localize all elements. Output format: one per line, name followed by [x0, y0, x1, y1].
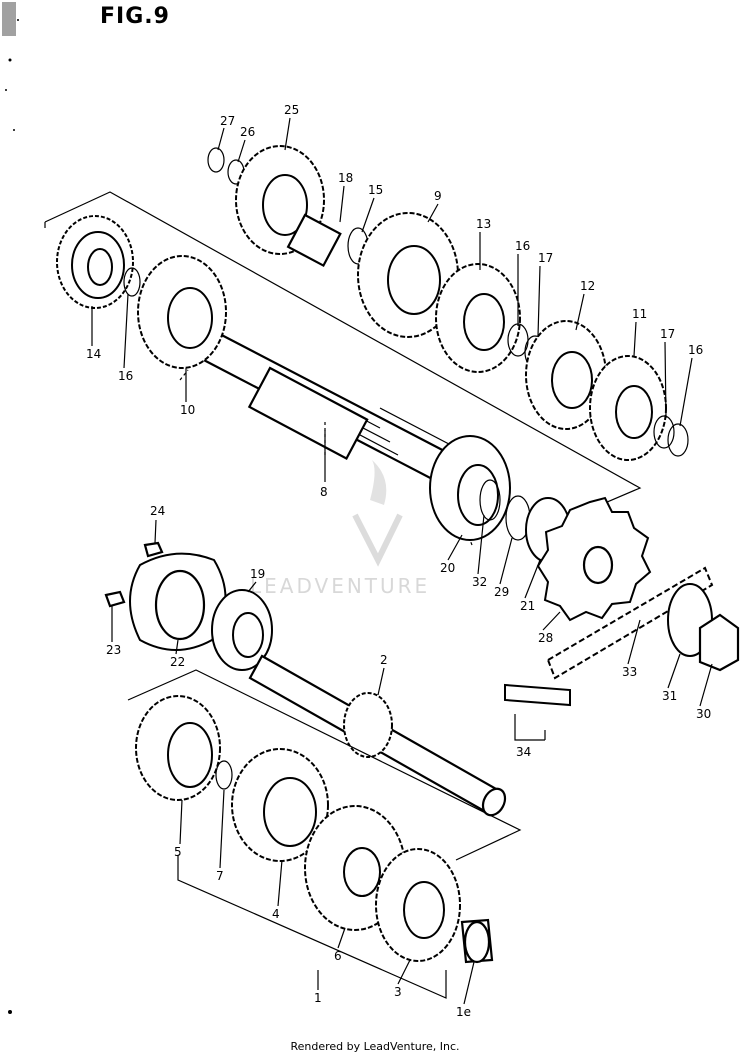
- callout-34: 34: [516, 745, 531, 759]
- callout-16b: 16: [688, 343, 703, 357]
- callout-21: 21: [520, 599, 535, 613]
- callout-17b: 17: [660, 327, 675, 341]
- callout-6: 6: [334, 949, 342, 963]
- footer-credit: Rendered by LeadVenture, Inc.: [290, 1040, 460, 1053]
- callout-3: 3: [394, 985, 402, 999]
- callout-2: 2: [380, 653, 388, 667]
- callout-19: 19: [250, 567, 265, 581]
- callout-18: 18: [338, 171, 353, 185]
- callout-22: 22: [170, 655, 185, 669]
- callout-32: 32: [472, 575, 487, 589]
- callout-labels: 27 26 25 18 15 9 13 16 17 12 11 17 16 14…: [86, 103, 713, 1019]
- countershaft-assembly: [44, 145, 740, 741]
- callout-29: 29: [494, 585, 509, 599]
- callout-16c: 16: [118, 369, 133, 383]
- callout-10: 10: [180, 403, 195, 417]
- callout-15: 15: [368, 183, 383, 197]
- callout-20: 20: [440, 561, 455, 575]
- callout-7: 7: [216, 869, 224, 883]
- callout-11: 11: [632, 307, 647, 321]
- callout-8: 8: [320, 485, 328, 499]
- callout-24: 24: [150, 504, 165, 518]
- callout-14: 14: [86, 347, 101, 361]
- callout-25: 25: [284, 103, 299, 117]
- callout-33: 33: [622, 665, 637, 679]
- callout-1: 1: [314, 991, 322, 1005]
- figure-title: FIG.9: [100, 4, 170, 29]
- callout-17a: 17: [538, 251, 553, 265]
- callout-23: 23: [106, 643, 121, 657]
- callout-4: 4: [272, 907, 280, 921]
- callout-16a: 16: [515, 239, 530, 253]
- callout-26: 26: [240, 125, 255, 139]
- callout-27: 27: [220, 114, 235, 128]
- callout-9: 9: [434, 189, 442, 203]
- callout-1e: 1e: [456, 1005, 471, 1019]
- callout-5: 5: [174, 845, 182, 859]
- driveshaft-assembly: [104, 541, 522, 999]
- watermark-text: LEADVENTURE: [250, 574, 430, 598]
- callout-28: 28: [538, 631, 553, 645]
- leadventure-watermark: LEADVENTURE: [250, 460, 430, 598]
- scan-noise: [2, 2, 19, 1014]
- callout-13: 13: [476, 217, 491, 231]
- callout-31: 31: [662, 689, 677, 703]
- callout-30: 30: [696, 707, 711, 721]
- callout-12: 12: [580, 279, 595, 293]
